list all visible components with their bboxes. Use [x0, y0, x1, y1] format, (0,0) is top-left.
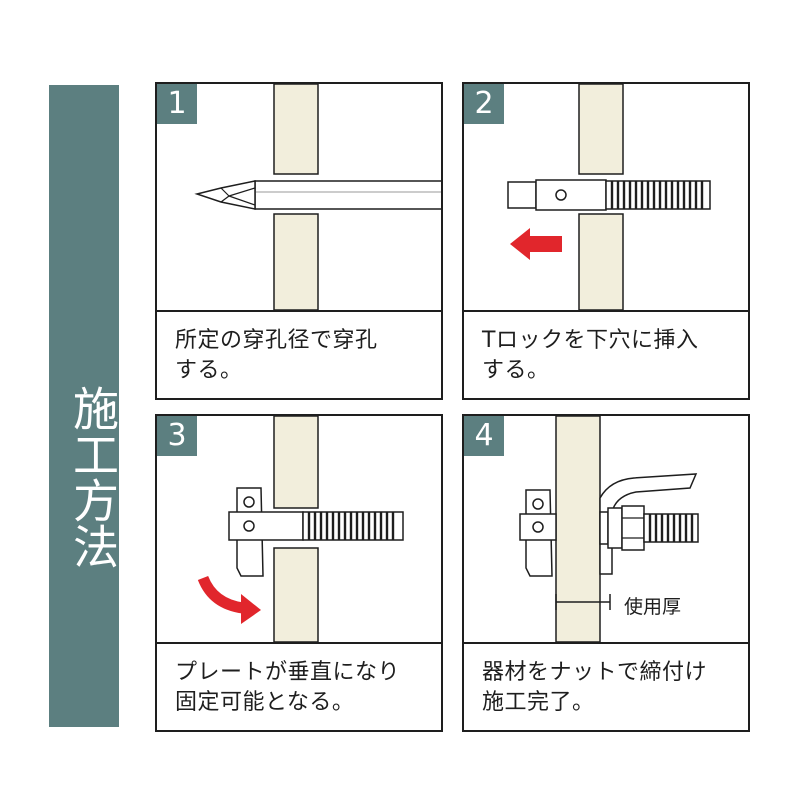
drill-illustration	[194, 84, 441, 310]
wall-upper	[578, 84, 624, 175]
step-number-1: 1	[157, 84, 197, 124]
rotate-arrow-icon	[241, 594, 261, 624]
wall	[555, 416, 601, 642]
step-number-2: 2	[464, 84, 504, 124]
caption-line: 所定の穿孔径で穿孔	[175, 328, 378, 353]
sidebar-title-band: 施工方法	[49, 85, 120, 727]
step-number-3: 3	[157, 416, 197, 456]
step-panel-4: 使用厚 4 器材をナットで締付け 施工完了。	[462, 414, 750, 732]
step-caption-3: プレートが垂直になり 固定可能となる。	[175, 658, 431, 718]
step-caption-4: 器材をナットで締付け 施工完了。	[482, 658, 738, 718]
plate-hole-upper	[532, 498, 544, 510]
caption-line: する。	[175, 358, 243, 383]
fasten-illustration	[519, 416, 699, 642]
step-panel-3: 3 プレートが垂直になり 固定可能となる。	[155, 414, 443, 732]
rotate-illustration	[197, 416, 404, 642]
hex-nut	[621, 505, 645, 551]
plate-hole-lower	[243, 520, 255, 532]
caption-line: 器材をナットで締付け	[482, 660, 708, 685]
caption-line: 施工完了。	[482, 690, 595, 715]
tlock-head	[507, 181, 537, 209]
caption-line: 固定可能となる。	[175, 690, 355, 715]
caption-box-4: 器材をナットで締付け 施工完了。	[464, 642, 748, 730]
plate-hole-lower	[532, 521, 544, 533]
threaded-bolt	[605, 180, 711, 210]
bolt-outline	[643, 513, 699, 543]
caption-box-2: Tロックを下穴に挿入 する。	[464, 310, 748, 398]
plate-hole-upper	[243, 496, 255, 508]
wall-lower	[273, 213, 319, 310]
tlock-pin	[555, 189, 567, 201]
wall-lower	[273, 547, 319, 642]
step-caption-1: 所定の穿孔径で穿孔 する。	[175, 326, 431, 386]
drill-tip-flute-2	[228, 195, 256, 206]
threaded-bolt	[307, 512, 395, 540]
caption-box-3: プレートが垂直になり 固定可能となる。	[157, 642, 441, 730]
washer	[599, 511, 609, 545]
wall-upper	[273, 416, 319, 509]
drill-shaft	[254, 180, 441, 210]
tlock-body	[228, 511, 304, 541]
wall-upper	[273, 84, 319, 175]
thickness-label: 使用厚	[624, 596, 682, 618]
rotate-arrow-body	[197, 575, 244, 614]
tlock-body	[535, 179, 607, 211]
wall-lower	[578, 213, 624, 310]
caption-line: する。	[482, 358, 550, 383]
step-panel-2: 2 Tロックを下穴に挿入 する。	[462, 82, 750, 400]
insert-arrow-icon	[510, 228, 562, 260]
threaded-bolt	[648, 514, 694, 542]
step-number-4: 4	[464, 416, 504, 456]
caption-line: Tロックを下穴に挿入	[482, 328, 699, 353]
step-panel-1: 1 所定の穿孔径で穿孔 する。	[155, 82, 443, 400]
insert-illustration	[507, 84, 711, 310]
caption-line: プレートが垂直になり	[175, 660, 401, 685]
step-caption-2: Tロックを下穴に挿入 する。	[482, 326, 738, 386]
page-title: 施工方法	[66, 385, 120, 569]
drill-tip	[194, 180, 256, 210]
caption-box-1: 所定の穿孔径で穿孔 する。	[157, 310, 441, 398]
drill-tip-flute	[228, 187, 256, 197]
spring-washer	[607, 507, 623, 549]
